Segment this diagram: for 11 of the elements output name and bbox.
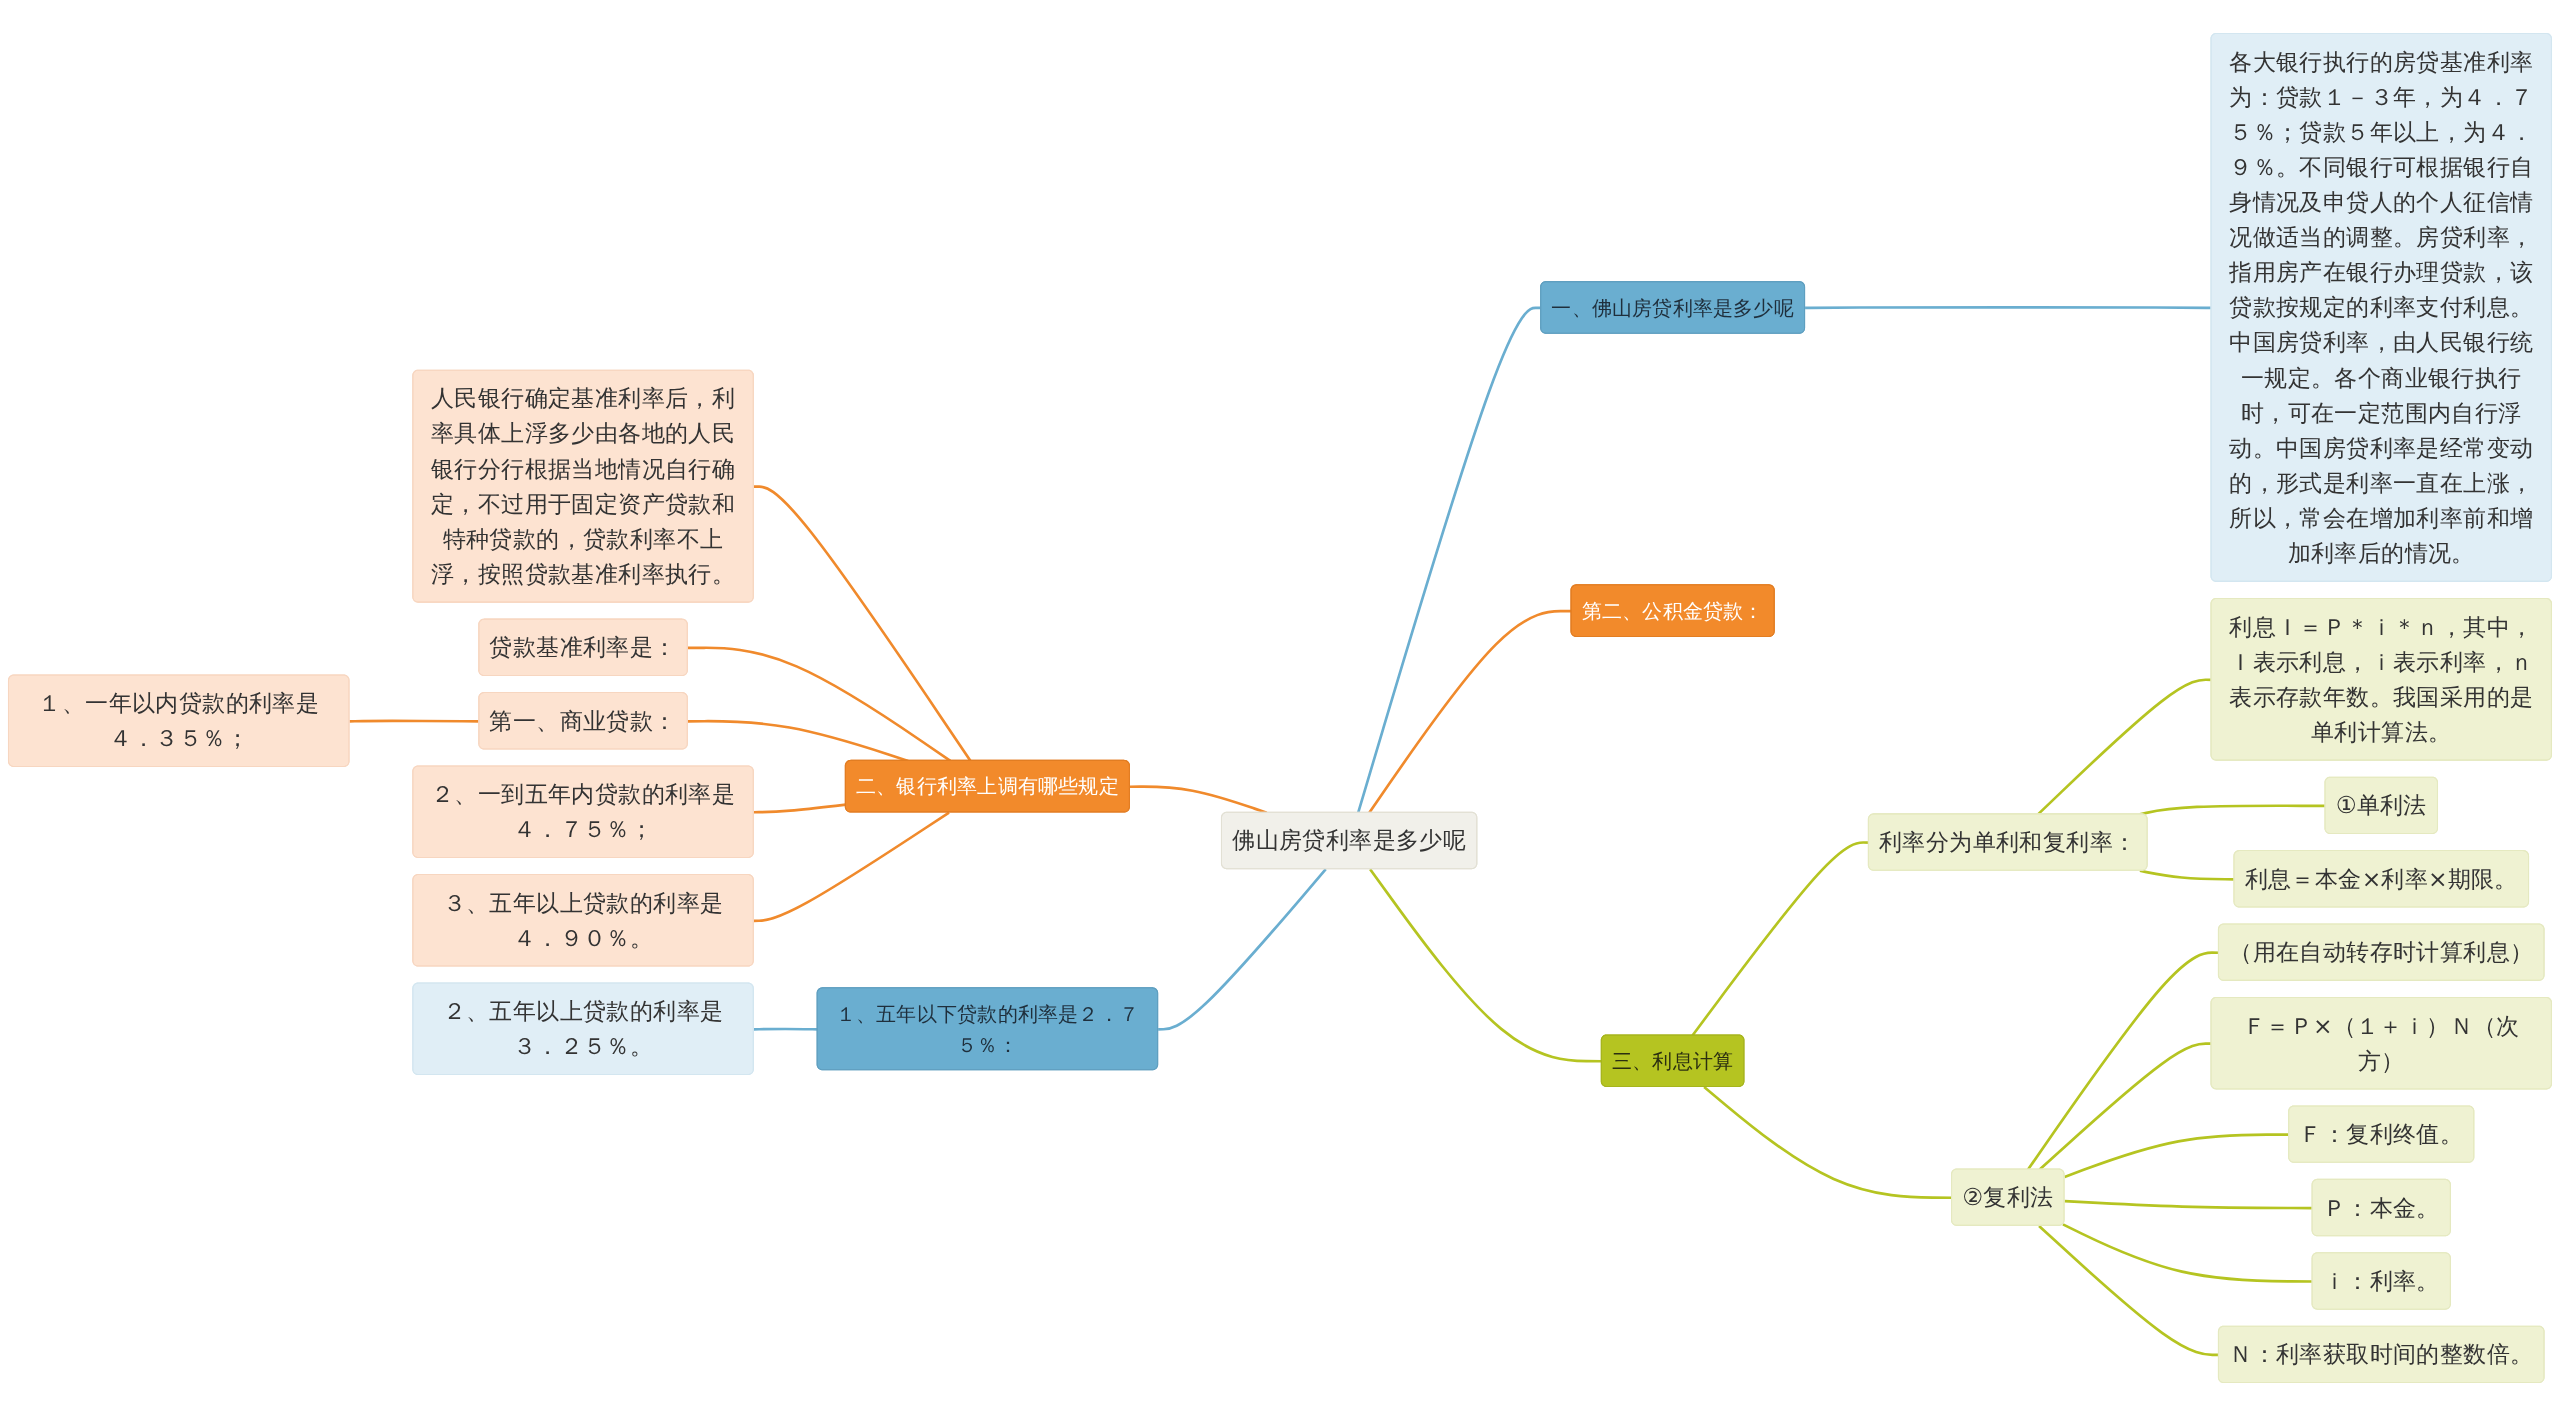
connector [1805, 306, 2212, 310]
connector [1158, 868, 1327, 1031]
connector [2139, 804, 2326, 816]
connector [753, 485, 972, 762]
connector [753, 811, 950, 923]
connector [2064, 1199, 2313, 1210]
connector [2038, 1224, 2219, 1357]
connector [1368, 609, 1572, 814]
connector [1369, 868, 1602, 1063]
connector [753, 1027, 818, 1031]
connector [2062, 1223, 2313, 1283]
